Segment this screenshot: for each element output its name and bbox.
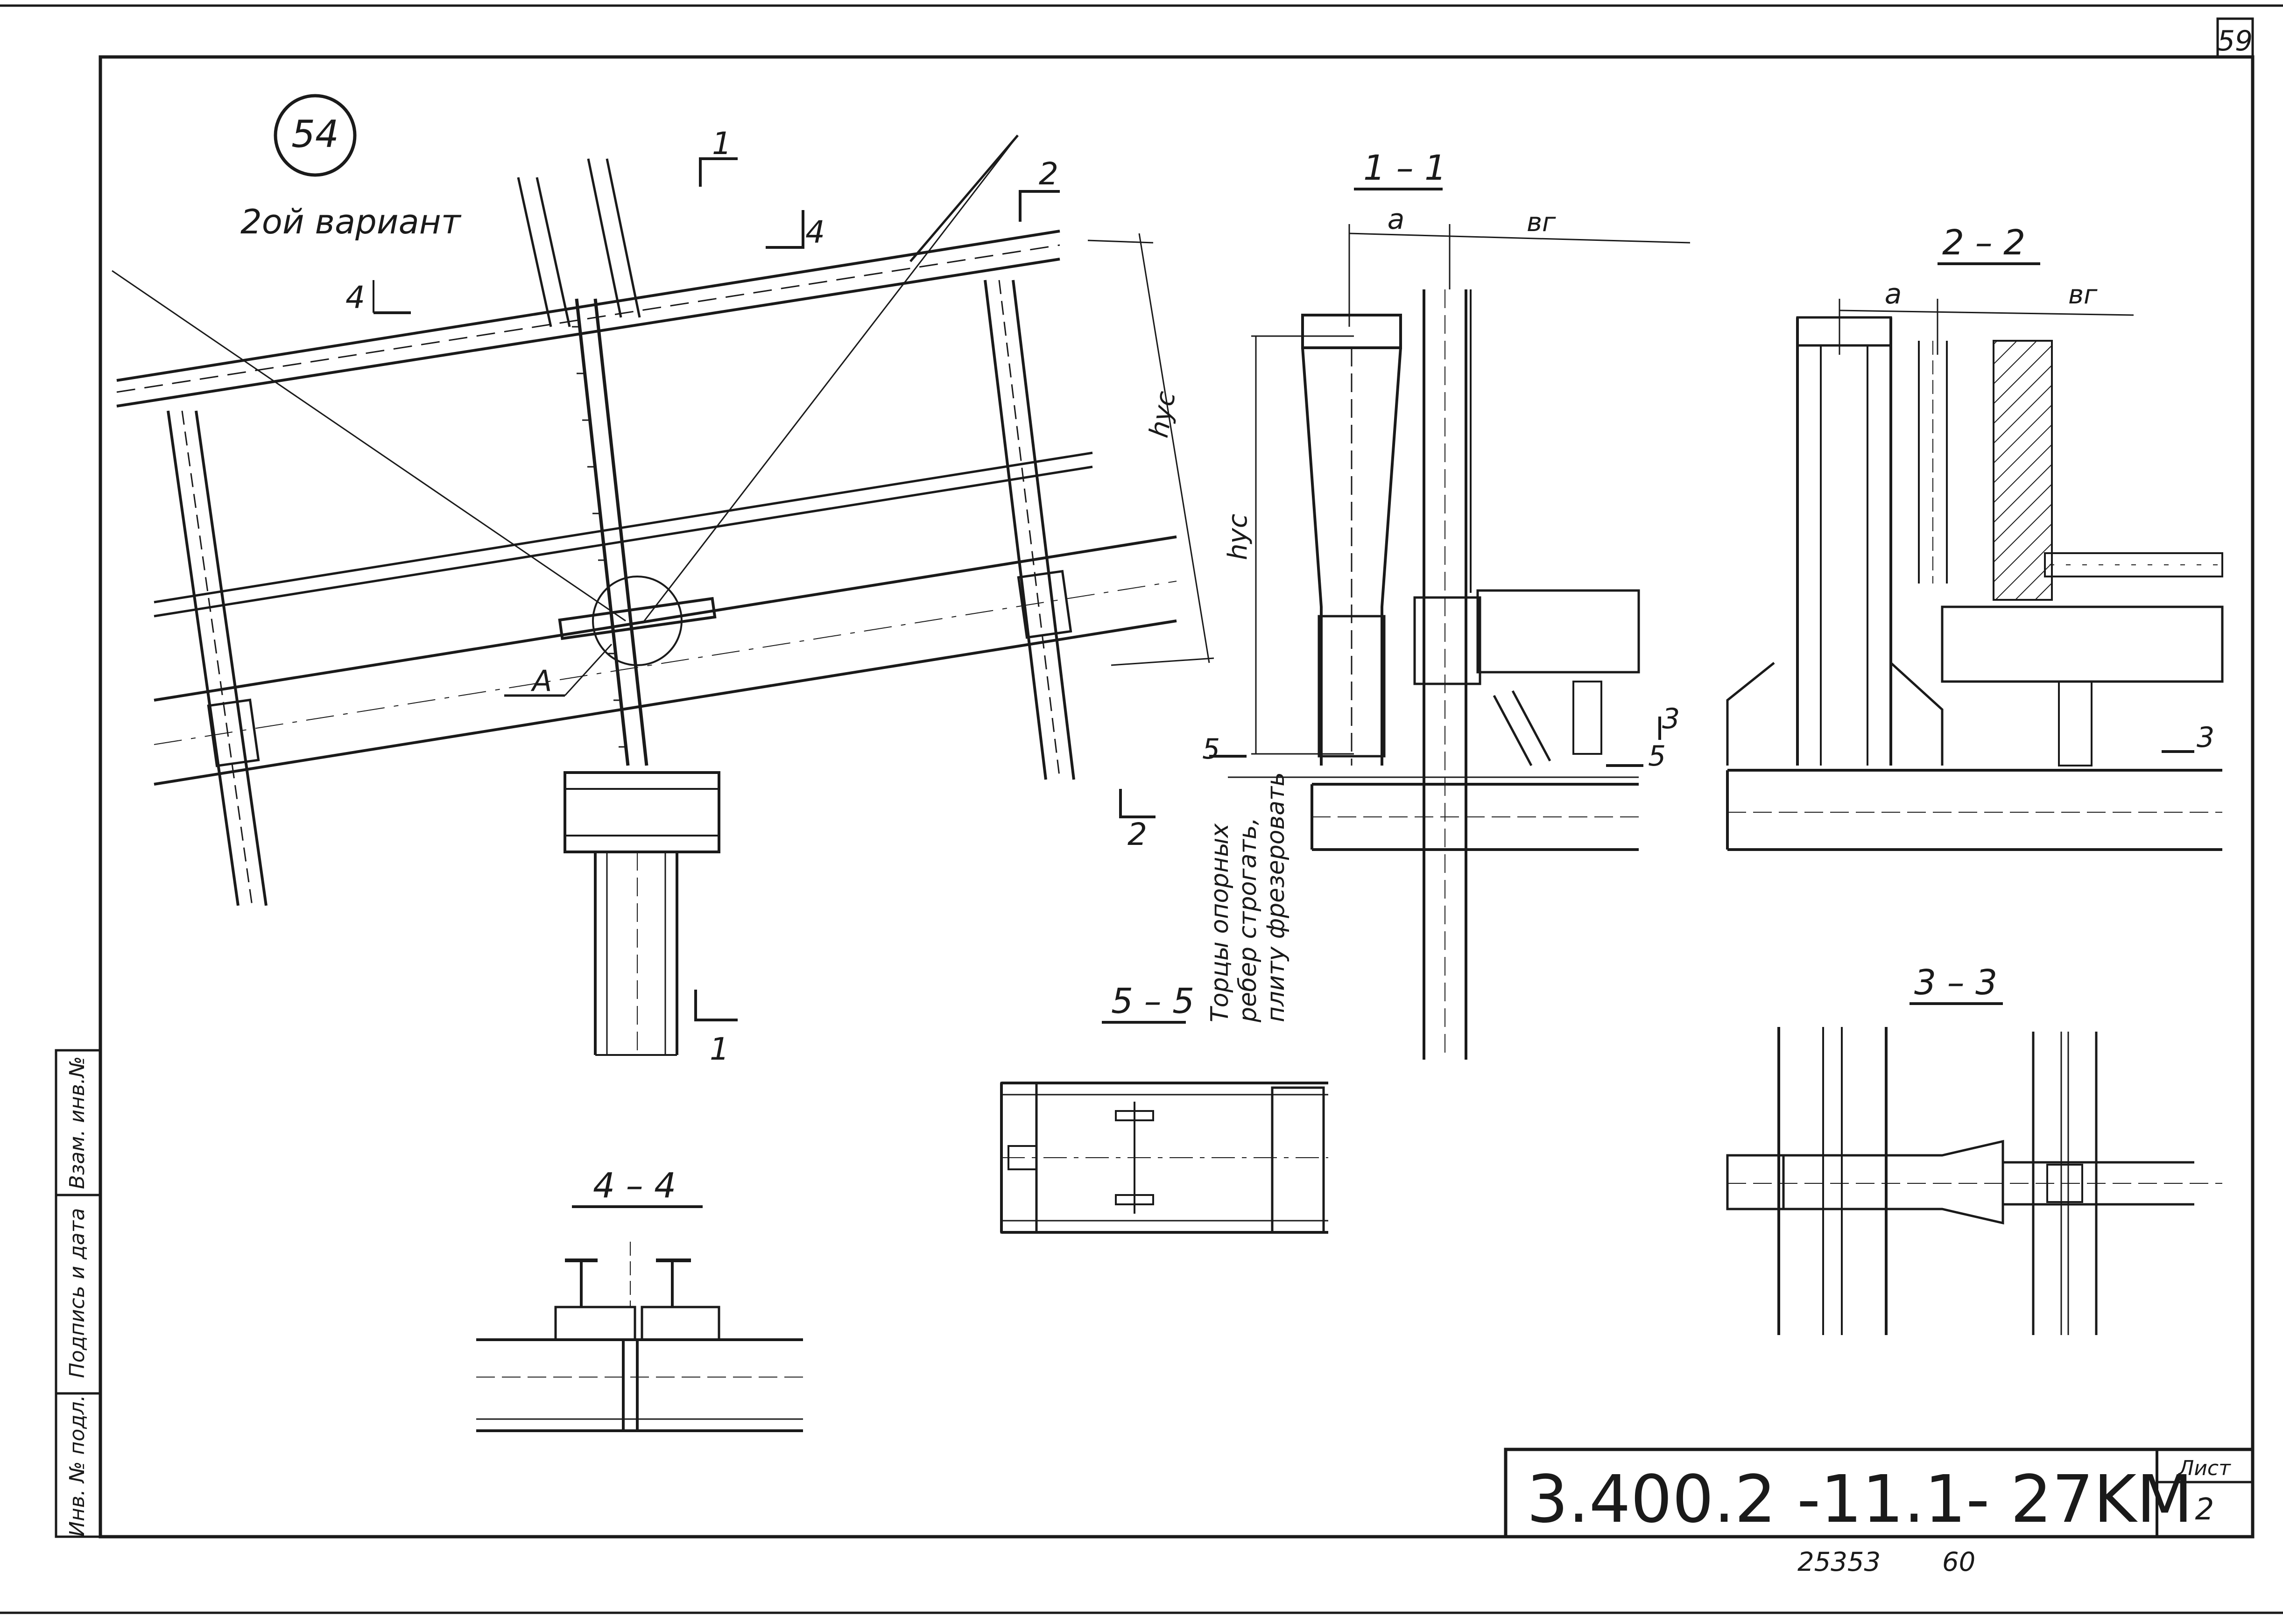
section-4-4-drawing [476,1242,803,1432]
section-title-4-4: 4 – 4 [593,1166,676,1206]
section-title-3-3: 3 – 3 [1914,963,1997,1003]
sheet-frame [0,4,2283,1614]
section-mark-2-bottom: 2 [1127,816,1147,852]
node-number-circle [274,94,357,177]
dim-hus-section-1-1: hус [1223,513,1253,560]
dim-bg-section-1-1: вг [1527,207,1556,238]
section-mark-3-right: 3 [2197,721,2214,754]
drawing-code: 3.400.2 -11.1- 27KM [1527,1462,2193,1538]
main-post-saw-teeth [572,326,626,748]
main-plan-view [112,134,1214,1056]
section-2-2-drawing [1658,299,2224,851]
sheet-number: 2 [2195,1492,2214,1527]
dimension-hus-main: hус [1144,389,1182,440]
dim-a-section-1-1: a [1388,203,1405,236]
note-line-2: ребер строгать, [1234,817,1262,1023]
section-mark-2-top: 2 [1039,156,1058,192]
section-mark-5-left: 5 [1202,733,1220,766]
section-5-5-drawing [1000,1082,1328,1234]
stamp-col-inv-number: Инв. № подл. [65,1395,89,1537]
section-title-1-1: 1 – 1 [1363,148,1446,188]
stamp-col-signature-date: Подпись и дата [65,1208,89,1378]
section-mark-3-left: 3 [1662,703,1680,735]
section-mark-1-bottom: 1 [710,1031,729,1067]
node-variant: 2ой вариант [240,202,462,241]
dim-a-section-2-2: a [1885,278,1902,310]
note-line-3: плиту фрезеровать [1262,772,1290,1022]
sheet-label: Лист [2177,1456,2231,1480]
footer-number-right: 60 [1942,1547,1975,1577]
section-mark-4-left: 4 [345,280,365,316]
section-mark-5-right: 5 [1648,740,1666,773]
side-stamp-table [55,1049,102,1538]
node-callout-a: A [530,664,552,698]
section-3-3-drawing [1726,1027,2222,1335]
dim-bg-section-2-2: вг [2068,280,2098,310]
section-1-1-drawing [1209,224,1691,1060]
footer-number-left: 25353 [1797,1547,1881,1577]
section-title-5-5: 5 – 5 [1111,981,1194,1021]
stamp-col-replacement-inv: Взам. инв.№ [65,1056,89,1189]
section-title-2-2: 2 – 2 [1942,223,2025,263]
section-mark-1-top: 1 [712,126,732,162]
title-block [1504,1448,2255,1539]
page-number: 59 [2217,25,2253,57]
node-number: 54 [291,112,339,156]
note-line-1: Торцы опорных [1206,823,1234,1022]
section-mark-4-right: 4 [805,214,825,250]
